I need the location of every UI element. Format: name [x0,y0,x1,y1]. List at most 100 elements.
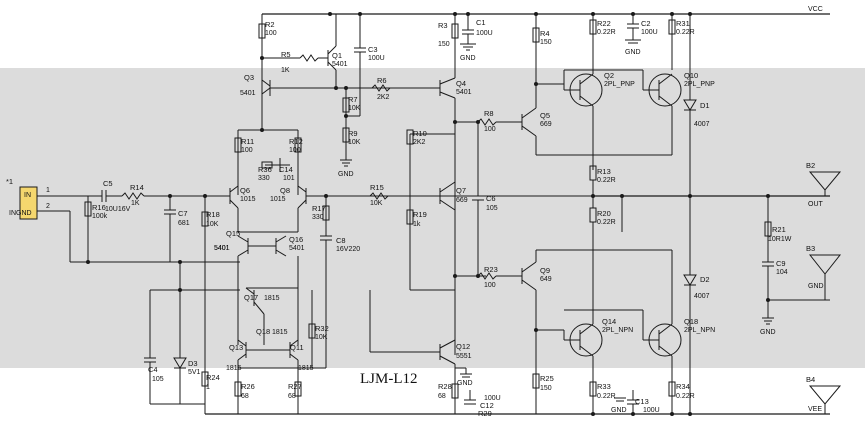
svg-text:R28: R28 [438,382,452,391]
svg-text:0.22R: 0.22R [676,393,695,400]
svg-text:100U: 100U [641,29,658,36]
svg-text:4007: 4007 [694,121,710,128]
svg-text:D1: D1 [700,101,710,110]
svg-text:C8: C8 [336,236,346,245]
svg-text:1815: 1815 [272,329,288,336]
svg-text:R29: R29 [478,409,492,418]
svg-text:150: 150 [540,39,552,46]
svg-text:C3: C3 [368,45,378,54]
svg-text:10U16V: 10U16V [105,206,131,213]
svg-text:Q16: Q16 [289,235,303,244]
svg-text:101: 101 [283,175,295,182]
svg-text:R11: R11 [241,137,254,146]
svg-text:100: 100 [484,126,496,133]
vas-top: R3 150 C1 100U GND Q4 5401 [410,12,493,355]
svg-text:C1: C1 [476,18,486,27]
svg-text:Q18: Q18 [256,327,270,336]
svg-text:2PL_PNP: 2PL_PNP [604,81,635,88]
svg-text:R5: R5 [281,50,291,59]
svg-text:2K2: 2K2 [413,139,426,146]
svg-text:105: 105 [152,376,164,383]
svg-text:R15: R15 [370,183,384,192]
svg-text:GND: GND [808,283,824,290]
svg-text:100U: 100U [476,30,493,37]
svg-text:R27: R27 [288,382,302,391]
svg-text:VEE: VEE [808,406,822,413]
svg-text:681: 681 [178,220,190,227]
svg-text:1k: 1k [413,221,421,228]
svg-text:Q15: Q15 [226,229,240,238]
svg-text:R12: R12 [289,137,303,146]
svg-text:10R1W: 10R1W [768,236,792,243]
svg-text:0.22R: 0.22R [597,29,616,36]
svg-text:669: 669 [456,197,468,204]
svg-text:R36: R36 [258,165,272,174]
svg-text:2K2: 2K2 [377,94,390,101]
svg-text:105: 105 [486,205,498,212]
svg-text:2PL_NPN: 2PL_NPN [684,327,715,334]
svg-text:0.22R: 0.22R [597,177,616,184]
svg-text:R22: R22 [597,19,611,28]
svg-text:D3: D3 [188,359,198,368]
svg-text:R26: R26 [241,382,255,391]
svg-text:C9: C9 [776,259,786,268]
svg-text:5401: 5401 [240,90,256,97]
svg-text:1: 1 [46,187,50,194]
svg-text:Q3: Q3 [244,73,254,82]
svg-text:C2: C2 [641,19,651,28]
svg-text:330: 330 [312,214,324,221]
zener-reference: C4 105 D3 5V1 R24 1 [144,260,240,405]
svg-text:100U: 100U [484,395,501,402]
svg-text:669: 669 [540,121,552,128]
svg-text:R7: R7 [348,95,358,104]
svg-text:100U: 100U [368,55,385,62]
svg-text:Q18: Q18 [684,317,698,326]
svg-text:R2: R2 [265,20,275,29]
svg-text:C4: C4 [148,365,158,374]
vcc-rail: VCC [262,6,830,15]
svg-text:Q2: Q2 [604,71,614,80]
svg-text:Q9: Q9 [540,266,550,275]
svg-text:104: 104 [776,269,788,276]
svg-text:68: 68 [438,393,446,400]
svg-text:100k: 100k [92,213,108,220]
svg-text:330: 330 [258,175,270,182]
svg-text:1K: 1K [281,67,290,74]
svg-text:5551: 5551 [456,353,472,360]
svg-text:5401: 5401 [289,245,305,252]
driver-bottom: R23 100 Q9 649 R25 150 [477,249,593,414]
input-connector: *1 IN INGND 1 2 [6,177,240,263]
svg-text:100: 100 [289,147,301,154]
svg-text:1015: 1015 [270,196,286,203]
svg-text:100: 100 [484,282,496,289]
vas-lower: Q12 5551 GND R28 68 100U C12 R29 [369,290,501,418]
svg-text:10K: 10K [206,221,219,228]
svg-text:Q6: Q6 [240,186,250,195]
output-node: R20 0.22R R21 10R1W C9 104 GND [410,194,830,336]
terminal-b2: B2 OUT [806,161,842,208]
svg-text:R19: R19 [413,210,427,219]
svg-text:R20: R20 [597,209,611,218]
input-diff-pair: R11 100 R12 100 R36 330 C14 101 Q6 1015 … [228,128,410,368]
svg-text:R4: R4 [540,29,550,38]
svg-text:R23: R23 [484,265,498,274]
svg-text:R34: R34 [676,382,690,391]
svg-text:100U: 100U [643,407,660,414]
svg-text:INGND: INGND [9,210,32,217]
svg-text:1815: 1815 [264,295,280,302]
svg-text:150: 150 [438,41,450,48]
svg-text:R13: R13 [597,167,611,176]
svg-text:10K: 10K [315,334,328,341]
svg-text:IN: IN [24,192,31,199]
svg-text:R9: R9 [348,129,358,138]
svg-text:Q13: Q13 [229,343,243,352]
svg-text:R16: R16 [92,203,106,212]
svg-text:5401: 5401 [456,89,472,96]
bias-diodes: D1 4007 D2 4007 [683,12,710,416]
svg-text:Q14: Q14 [602,317,616,326]
terminal-b4: B4 [806,375,842,414]
svg-text:R32: R32 [315,324,329,333]
svg-text:0.22R: 0.22R [676,29,695,36]
svg-text:Q17: Q17 [244,293,258,302]
